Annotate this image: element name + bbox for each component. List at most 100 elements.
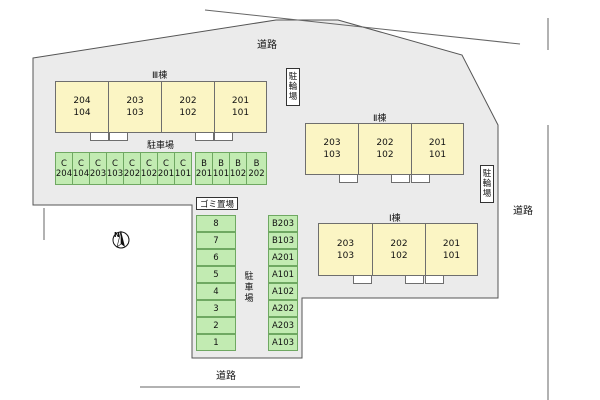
parking-label-lower: 駐車場 bbox=[244, 272, 254, 304]
parking-space: A203 bbox=[268, 317, 298, 334]
bicycle-parking-label: 駐輪場 bbox=[288, 72, 298, 102]
space-number: 6 bbox=[213, 252, 219, 263]
space-number: 201 bbox=[195, 168, 213, 179]
space-number: 8 bbox=[213, 218, 219, 229]
parking-space: A101 bbox=[268, 266, 298, 283]
building-2-label: Ⅱ棟 bbox=[373, 114, 387, 124]
space-number: 101 bbox=[174, 168, 192, 179]
parking-space: A201 bbox=[268, 249, 298, 266]
parking-space: 8 bbox=[196, 215, 236, 232]
parking-space: A202 bbox=[268, 300, 298, 317]
building-1-unit: 202 102 bbox=[372, 223, 426, 276]
unit-upper: 203 bbox=[323, 138, 341, 148]
space-number: A103 bbox=[271, 337, 295, 348]
space-letter: B bbox=[235, 158, 241, 169]
entrance-step bbox=[339, 175, 358, 183]
bicycle-parking-top: 駐輪場 bbox=[286, 68, 300, 106]
space-number: 201 bbox=[157, 168, 175, 179]
space-number: 102 bbox=[229, 168, 247, 179]
building-3-unit: 203 103 bbox=[108, 81, 162, 133]
space-number: 204 bbox=[55, 168, 73, 179]
unit-lower: 103 bbox=[126, 108, 144, 118]
space-letter: C bbox=[112, 158, 118, 169]
unit-upper: 201 bbox=[231, 96, 250, 106]
parking-space: 1 bbox=[196, 334, 236, 351]
unit-upper: 201 bbox=[442, 238, 461, 249]
parking-space: B203 bbox=[268, 215, 298, 232]
entrance-step bbox=[405, 276, 424, 284]
space-number: B103 bbox=[271, 235, 295, 246]
unit-lower: 101 bbox=[442, 250, 461, 261]
unit-upper: 201 bbox=[428, 138, 447, 148]
space-letter: C bbox=[129, 158, 135, 169]
space-letter: C bbox=[61, 158, 67, 169]
space-number: A202 bbox=[271, 303, 295, 314]
garbage-area: ゴミ置場 bbox=[196, 197, 238, 210]
unit-lower: 102 bbox=[376, 150, 394, 160]
unit-upper: 202 bbox=[390, 238, 408, 249]
entrance-step bbox=[214, 133, 233, 141]
space-number: A203 bbox=[271, 320, 295, 331]
space-number: A102 bbox=[271, 286, 295, 297]
space-number: 2 bbox=[213, 320, 219, 331]
parking-label-upper: 駐車場 bbox=[147, 141, 175, 151]
space-letter: C bbox=[180, 158, 186, 169]
building-1-unit: 203 103 bbox=[318, 223, 373, 276]
space-letter: B bbox=[201, 158, 207, 169]
space-letter: C bbox=[95, 158, 101, 169]
entrance-step bbox=[353, 276, 372, 284]
parking-space: 5 bbox=[196, 266, 236, 283]
space-number: 4 bbox=[213, 286, 219, 297]
entrance-step bbox=[90, 133, 109, 141]
space-letter: C bbox=[146, 158, 152, 169]
space-number: 101 bbox=[212, 168, 230, 179]
bicycle-parking-right: 駐輪場 bbox=[480, 165, 494, 203]
parking-space: 7 bbox=[196, 232, 236, 249]
parking-space: 3 bbox=[196, 300, 236, 317]
building-2-unit: 201 101 bbox=[411, 123, 464, 175]
unit-upper: 204 bbox=[73, 96, 91, 106]
space-letter: B bbox=[253, 158, 260, 169]
parking-space: 6 bbox=[196, 249, 236, 266]
unit-lower: 101 bbox=[428, 150, 447, 160]
space-number: 203 bbox=[89, 168, 107, 179]
building-1-unit: 201 101 bbox=[425, 223, 478, 276]
space-number: 202 bbox=[123, 168, 141, 179]
space-letter: C bbox=[78, 158, 84, 169]
unit-lower: 103 bbox=[336, 250, 355, 261]
space-number: 102 bbox=[140, 168, 158, 179]
road-edge-top bbox=[204, 9, 521, 45]
entrance-step bbox=[411, 175, 430, 183]
unit-lower: 101 bbox=[231, 108, 250, 118]
parking-space: A102 bbox=[268, 283, 298, 300]
space-number: 104 bbox=[72, 168, 90, 179]
space-number: 3 bbox=[213, 303, 219, 314]
building-1-label: Ⅰ棟 bbox=[389, 214, 401, 224]
space-number: 7 bbox=[213, 235, 219, 246]
entrance-step bbox=[109, 133, 128, 141]
entrance-step bbox=[425, 276, 444, 284]
site-area bbox=[32, 19, 499, 359]
unit-upper: 202 bbox=[376, 138, 394, 148]
building-3-unit: 204 104 bbox=[55, 81, 109, 133]
building-2-unit: 202 102 bbox=[358, 123, 412, 175]
space-number: A201 bbox=[271, 252, 295, 263]
space-number: B203 bbox=[271, 218, 295, 229]
space-number: 103 bbox=[106, 168, 124, 179]
compass-icon bbox=[112, 230, 130, 249]
unit-upper: 203 bbox=[126, 96, 144, 106]
unit-lower: 102 bbox=[179, 108, 197, 118]
unit-lower: 104 bbox=[73, 108, 91, 118]
space-number: 5 bbox=[213, 269, 219, 280]
